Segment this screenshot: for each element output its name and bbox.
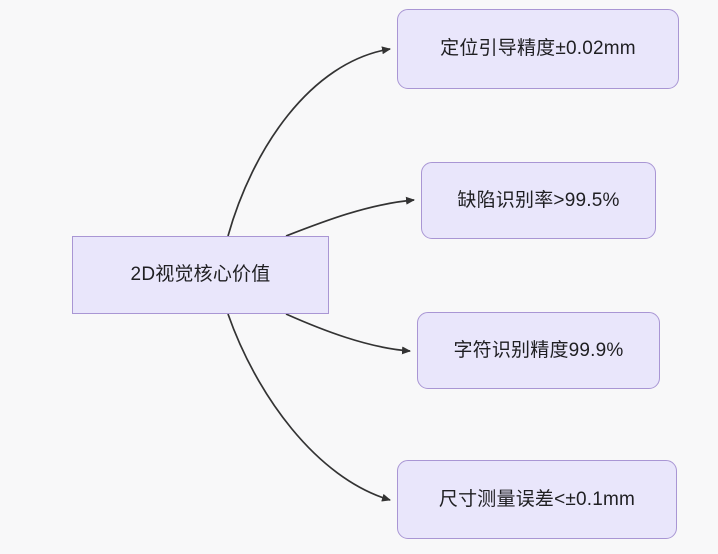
node-root[interactable]: 2D视觉核心价值 xyxy=(72,236,329,314)
node-positioning-accuracy[interactable]: 定位引导精度±0.02mm xyxy=(397,9,679,89)
edge-root-to-leaf-2 xyxy=(285,313,411,355)
node-dimension-measurement-error-label: 尺寸测量误差<±0.1mm xyxy=(438,488,636,510)
node-defect-detection-rate[interactable]: 缺陷识别率>99.5% xyxy=(421,162,656,239)
node-positioning-accuracy-label: 定位引导精度±0.02mm xyxy=(440,38,636,60)
node-dimension-measurement-error[interactable]: 尺寸测量误差<±0.1mm xyxy=(397,460,677,539)
node-root-label: 2D视觉核心价值 xyxy=(130,264,271,286)
edge-root-to-leaf-1 xyxy=(285,196,415,237)
node-defect-detection-rate-label: 缺陷识别率>99.5% xyxy=(457,189,620,211)
edge-root-to-leaf-0 xyxy=(227,46,391,237)
node-character-recognition-accuracy-label: 字符识别精度99.9% xyxy=(453,339,624,361)
node-character-recognition-accuracy[interactable]: 字符识别精度99.9% xyxy=(417,312,660,389)
edge-root-to-leaf-3 xyxy=(227,313,391,502)
